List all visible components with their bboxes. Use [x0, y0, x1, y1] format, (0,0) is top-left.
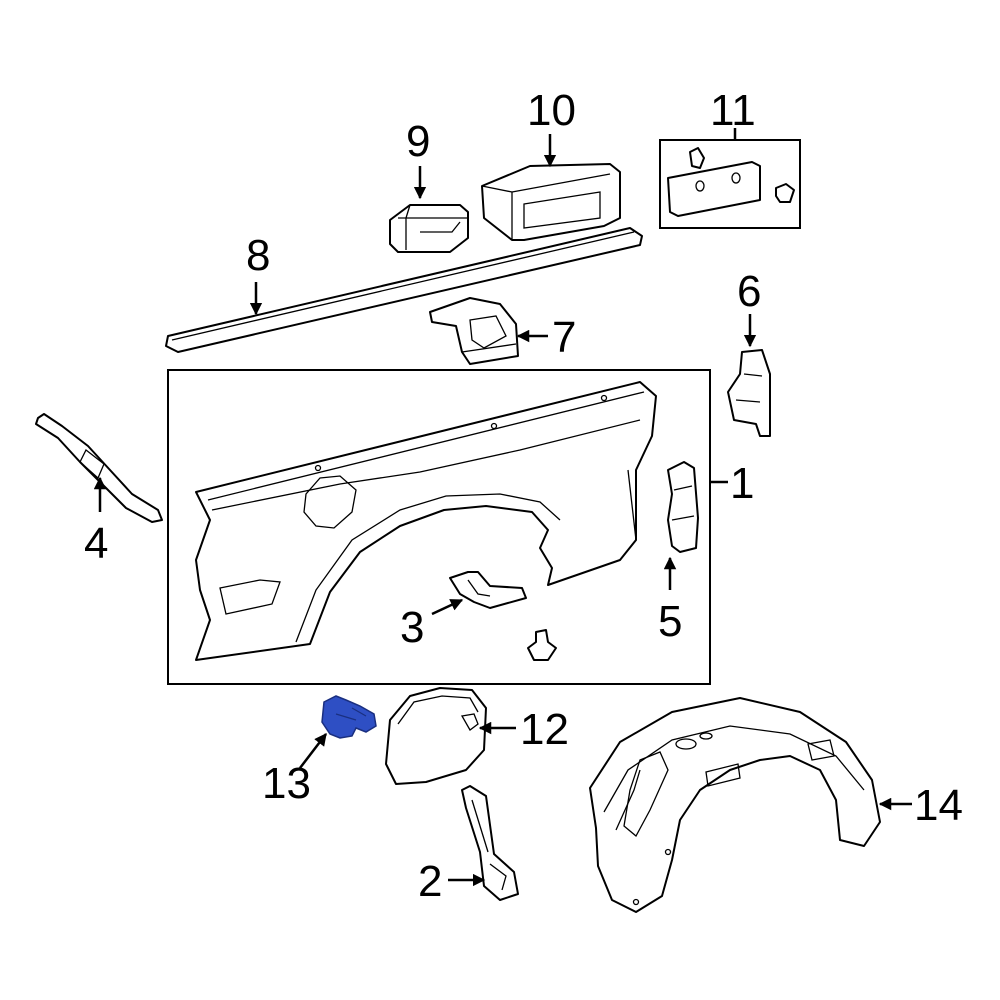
callout-7[interactable]: 7: [552, 313, 576, 362]
arrow-13: [299, 733, 327, 769]
callout-14[interactable]: 14: [914, 781, 963, 830]
callout-8[interactable]: 8: [246, 231, 270, 280]
part-13-highlight: [321, 695, 377, 739]
part-1-assembly-box: [167, 369, 711, 685]
part-12-fuel-door[interactable]: [385, 687, 487, 785]
callout-1[interactable]: 1: [730, 459, 754, 508]
part-9-stake-pocket[interactable]: [389, 204, 469, 253]
part-7-bracket[interactable]: [429, 297, 519, 365]
part-8-bed-rail[interactable]: [165, 227, 643, 353]
callout-13[interactable]: 13: [262, 759, 311, 808]
part-10-stake-pocket[interactable]: [481, 163, 621, 241]
part-5-inner-bracket[interactable]: [667, 461, 699, 553]
callout-5[interactable]: 5: [658, 597, 682, 646]
bolt-icon: [527, 629, 557, 661]
callout-9[interactable]: 9: [406, 117, 430, 166]
callout-2[interactable]: 2: [418, 857, 442, 906]
callout-12[interactable]: 12: [520, 705, 569, 754]
part-2-brace[interactable]: [461, 785, 519, 901]
callout-4[interactable]: 4: [84, 519, 108, 568]
callout-6[interactable]: 6: [737, 267, 761, 316]
callout-10[interactable]: 10: [527, 86, 576, 135]
part-13-fuel-door-hinge[interactable]: [321, 695, 377, 739]
part-11-plate-kit[interactable]: [667, 147, 795, 217]
part-6-rear-bracket[interactable]: [727, 349, 771, 437]
arrow-3: [431, 598, 464, 616]
part-14-wheelhouse[interactable]: [589, 697, 881, 913]
callout-3[interactable]: 3: [400, 603, 424, 652]
callout-11[interactable]: 11: [710, 86, 756, 135]
part-1-bed-side[interactable]: [195, 381, 657, 661]
part-11-box: [659, 139, 801, 229]
part-3-bracket[interactable]: [449, 571, 527, 609]
